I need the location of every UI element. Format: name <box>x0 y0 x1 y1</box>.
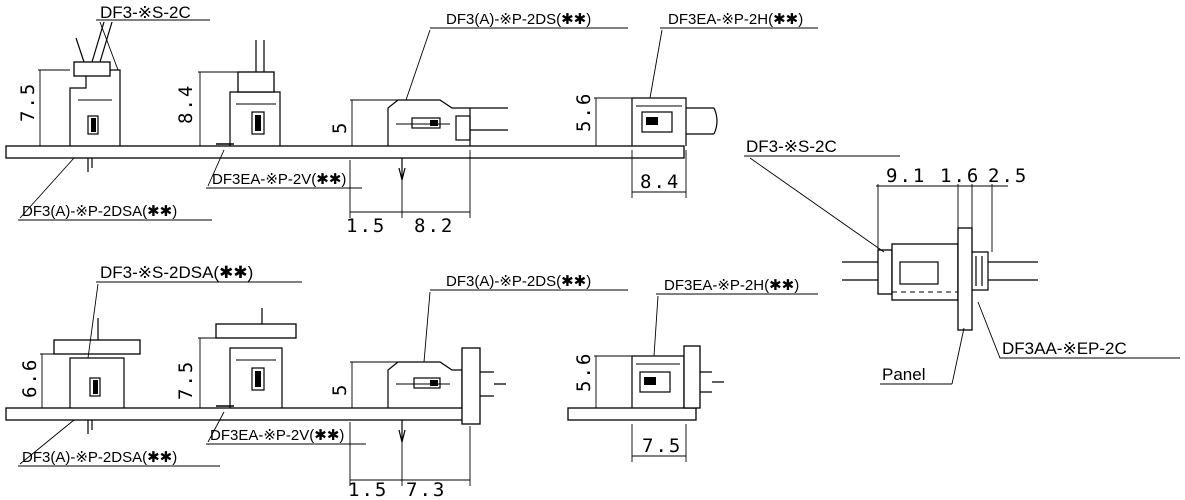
top-dim-7-5: 7.5 <box>17 82 39 122</box>
bottom-dim-7-3: 7.3 <box>406 479 446 500</box>
top-label-s2c: DF3-※S-2C <box>100 3 191 22</box>
bottom-leaders <box>18 281 818 467</box>
panel-label-s2c: DF3-※S-2C <box>746 137 837 156</box>
top-pcb <box>5 145 685 159</box>
bottom-dim-5-6: 5.6 <box>573 352 595 392</box>
top-connector-s2c <box>69 21 121 172</box>
panel-label: Panel <box>882 365 925 384</box>
panel-dim-9-1: 9.1 <box>886 165 926 187</box>
bottom-dimensions <box>40 337 687 486</box>
bottom-connector-p2v <box>215 308 297 408</box>
bottom-dim-1-5: 1.5 <box>348 479 388 500</box>
top-label-p2ds: DF3(A)-※P-2DS(✱✱) <box>446 11 591 28</box>
top-dim-8-2: 8.2 <box>414 215 454 237</box>
top-label-p2v: DF3EA-※P-2V(✱✱) <box>212 171 346 188</box>
top-connector-p2h <box>631 97 718 146</box>
bottom-row: DF3-※S-2DSA(✱✱) DF3(A)-※P-2DS(✱✱) DF3EA-… <box>5 263 818 500</box>
top-dimensions <box>38 69 687 218</box>
top-label-p2dsa: DF3(A)-※P-2DSA(✱✱) <box>22 203 177 220</box>
top-dim-1-5: 1.5 <box>346 215 386 237</box>
bottom-dim-7-5-horizontal: 7.5 <box>642 435 682 457</box>
bottom-label-p2dsa: DF3(A)-※P-2DSA(✱✱) <box>22 449 177 466</box>
bottom-label-p2h: DF3EA-※P-2H(✱✱) <box>664 277 799 294</box>
bottom-connector-s2dsa <box>53 318 141 434</box>
panel-view: DF3-※S-2C DF3AA-※EP-2C Panel 9.1 1.6 2.5 <box>744 137 1180 385</box>
top-connector-p2v <box>216 40 281 146</box>
bottom-connector-p2h <box>631 345 724 409</box>
panel-label-ep2c: DF3AA-※EP-2C <box>1002 339 1127 358</box>
bottom-pcb-small <box>567 407 697 421</box>
bottom-label-s2dsa: DF3-※S-2DSA(✱✱) <box>100 263 253 282</box>
top-dim-5: 5 <box>329 121 351 134</box>
top-leaders <box>18 19 818 221</box>
top-label-p2h: DF3EA-※P-2H(✱✱) <box>668 11 803 28</box>
top-connector-p2ds <box>387 99 508 181</box>
top-dim-8-4-vertical: 8.4 <box>175 84 197 124</box>
top-dim-8-4-horizontal: 8.4 <box>640 171 680 193</box>
panel-dim-1-6: 1.6 <box>940 165 980 187</box>
panel-dim-2-5: 2.5 <box>988 165 1028 187</box>
bottom-label-p2ds: DF3(A)-※P-2DS(✱✱) <box>446 273 591 290</box>
bottom-dim-5: 5 <box>329 383 351 396</box>
bottom-pcb <box>5 407 467 421</box>
bottom-label-p2v: DF3EA-※P-2V(✱✱) <box>210 427 344 444</box>
bottom-dim-6-6: 6.6 <box>19 358 41 398</box>
bottom-connector-p2ds <box>387 347 506 443</box>
top-row: DF3-※S-2C DF3(A)-※P-2DS(✱✱) DF3EA-※P-2H(… <box>5 3 818 237</box>
top-dim-5-6: 5.6 <box>573 92 595 132</box>
bottom-dim-7-5-vertical: 7.5 <box>175 360 197 400</box>
